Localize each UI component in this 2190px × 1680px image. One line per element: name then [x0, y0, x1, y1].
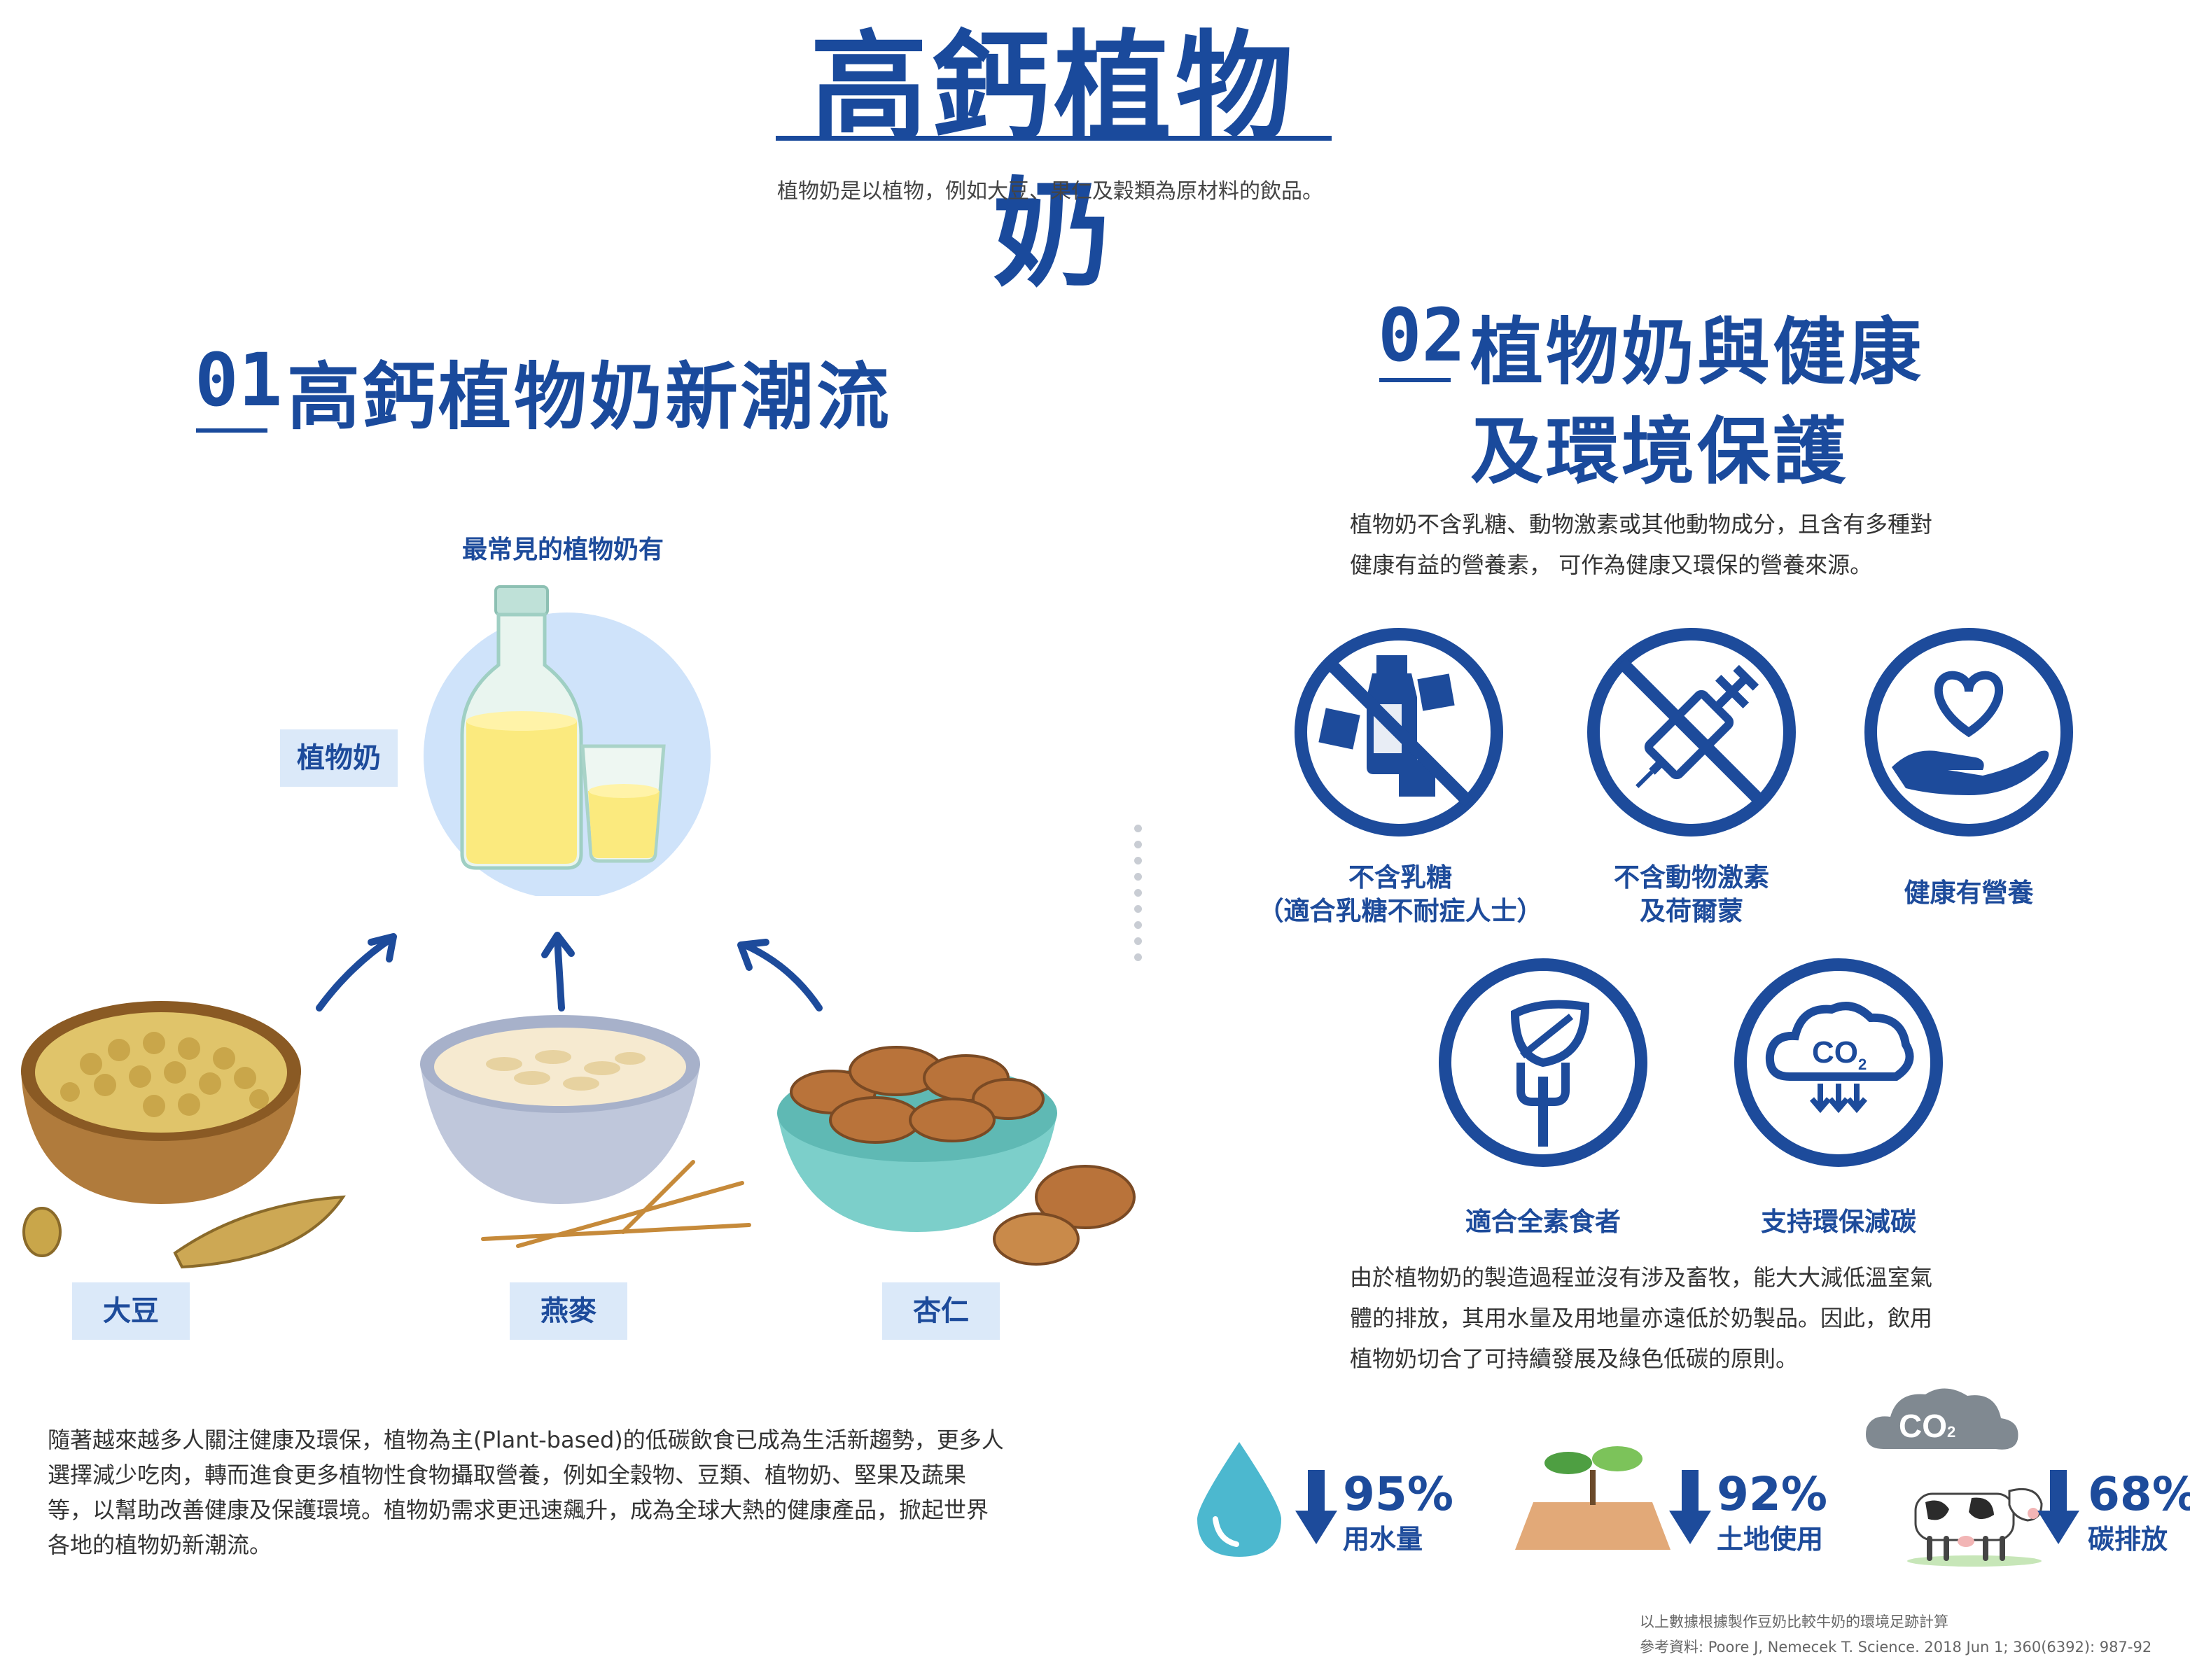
env-paragraph-line: 體的排放，其用水量及用地量亦遠低於奶製品。因此，飲用: [1350, 1305, 1933, 1331]
water-drop-icon: [1197, 1442, 1281, 1557]
benefit-label-line: 不含動物激素: [1614, 862, 1769, 892]
stat-carbon-value: 68%: [2088, 1467, 2190, 1521]
almond-bowl-illustration: [777, 1046, 1136, 1266]
heart-hand-icon: [1864, 628, 2073, 836]
source-tag-soy: 大豆: [72, 1282, 190, 1340]
source-tag-oat: 燕麥: [510, 1282, 627, 1340]
stat-land-label: 土地使用: [1717, 1524, 1824, 1555]
benefit-label-vegan: 適合全素食者: [1465, 1207, 1621, 1237]
section1-paragraph-line: 等，以幫助改善健康及保護環境。植物奶需求更迅速飆升，成為全球大熱的健康產品，掀起…: [48, 1497, 989, 1523]
co2-cloud-icon: CO 2: [1734, 958, 1943, 1167]
section1-paragraph-line: 各地的植物奶新潮流。: [48, 1532, 272, 1558]
benefit-label-healthy: 健康有營養: [1904, 878, 2034, 908]
stat-carbon-label: 碳排放: [2088, 1524, 2168, 1555]
stat-land-value: 92%: [1717, 1467, 1827, 1521]
section1-heading: 高鈣植物奶新潮流: [287, 354, 893, 440]
plant-milk-tag: 植物奶: [280, 729, 398, 787]
section2-number: 02: [1378, 293, 1466, 378]
page-title: 高鈣植物奶: [810, 19, 1297, 303]
section2-intro-line: 植物奶不含乳糖、動物激素或其他動物成分，且含有多種對: [1350, 511, 1933, 538]
benefit-label-no-lactose: 不含乳糖 （適合乳糖不耐症人士）: [1218, 861, 1582, 928]
arrows-group: [316, 932, 823, 1011]
down-arrow-icon: [2037, 1470, 2079, 1544]
benefit-label-line: 不含乳糖: [1348, 862, 1452, 892]
section2-intro-line: 健康有益的營養素， 可作為健康又環保的營養來源。: [1350, 552, 1873, 578]
title-underline: [776, 136, 1332, 141]
section-divider: [1134, 825, 1142, 961]
env-paragraph-line: 由於植物奶的製造過程並沒有涉及畜牧，能大大減低溫室氣: [1350, 1264, 1933, 1291]
co2-cloud-text: CO2: [1899, 1407, 1955, 1445]
footnote-reference: 參考資料: Poore J, Nemecek T. Science. 2018 …: [1640, 1639, 2152, 1656]
co2-text: CO: [1899, 1408, 1947, 1444]
section1-number: 01: [195, 337, 283, 423]
down-arrow-icon: [1669, 1470, 1711, 1544]
source-tag-almond: 杏仁: [882, 1282, 1000, 1340]
common-milks-label: 最常見的植物奶有: [462, 536, 664, 564]
oat-bowl-illustration: [420, 1015, 751, 1248]
page-subtitle: 植物奶是以植物，例如大豆、果仁及穀類為原材料的飲品。: [777, 179, 1323, 204]
co2-sub: 2: [1947, 1423, 1956, 1441]
stat-water-label: 用水量: [1343, 1524, 1423, 1555]
soybean-bowl-illustration: [21, 1001, 346, 1269]
cow-icon: [1907, 1488, 2043, 1567]
benefit-label-no-hormone: 不含動物激素 及荷爾蒙: [1551, 861, 1832, 928]
arrow-soy: [316, 934, 396, 1011]
benefit-label-low-carbon: 支持環保減碳: [1761, 1207, 1916, 1237]
down-arrow-icon: [1295, 1470, 1337, 1544]
section2-heading-line1: 植物奶與健康: [1470, 309, 1925, 395]
benefit-label-line: （適合乳糖不耐症人士）: [1257, 896, 1543, 926]
sprout-land-icon: [1515, 1446, 1671, 1550]
section1-number-underline: [196, 428, 267, 433]
co2-cloud-graphic: [1866, 1388, 2018, 1450]
svg-text:CO: CO: [1812, 1035, 1858, 1070]
section2-env-paragraph: 由於植物奶的製造過程並沒有涉及畜牧，能大大減低溫室氣 體的排放，其用水量及用地量…: [1350, 1257, 2022, 1379]
arrow-oat: [554, 934, 565, 1011]
plant-milk-illustration: [424, 585, 711, 896]
svg-text:2: 2: [1858, 1056, 1867, 1073]
section1-paragraph-line: 選擇減少吃肉，轉而進食更多植物性食物攝取營養，例如全穀物、豆類、植物奶、堅果及蔬…: [48, 1462, 967, 1488]
benefit-label-line: 及荷爾蒙: [1640, 896, 1743, 926]
footnote-source-note: 以上數據根據製作豆奶比較牛奶的環境足跡計算: [1640, 1614, 1948, 1630]
section2-heading-line2: 及環境保護: [1470, 409, 1849, 494]
no-hormone-icon: [1587, 628, 1796, 836]
no-lactose-icon: [1295, 628, 1503, 836]
section1-paragraph-line: 隨著越來越多人關注健康及環保，植物為主(Plant-based)的低碳飲食已成為…: [48, 1427, 1004, 1453]
env-paragraph-line: 植物奶切合了可持續發展及綠色低碳的原則。: [1350, 1345, 1799, 1372]
section2-intro: 植物奶不含乳糖、動物激素或其他動物成分，且含有多種對 健康有益的營養素， 可作為…: [1350, 504, 2022, 585]
stat-water-value: 95%: [1343, 1467, 1453, 1521]
section1-paragraph: 隨著越來越多人關注健康及環保，植物為主(Plant-based)的低碳飲食已成為…: [48, 1422, 1070, 1562]
section2-number-underline: [1379, 378, 1451, 382]
leaf-fork-icon: [1439, 958, 1647, 1167]
